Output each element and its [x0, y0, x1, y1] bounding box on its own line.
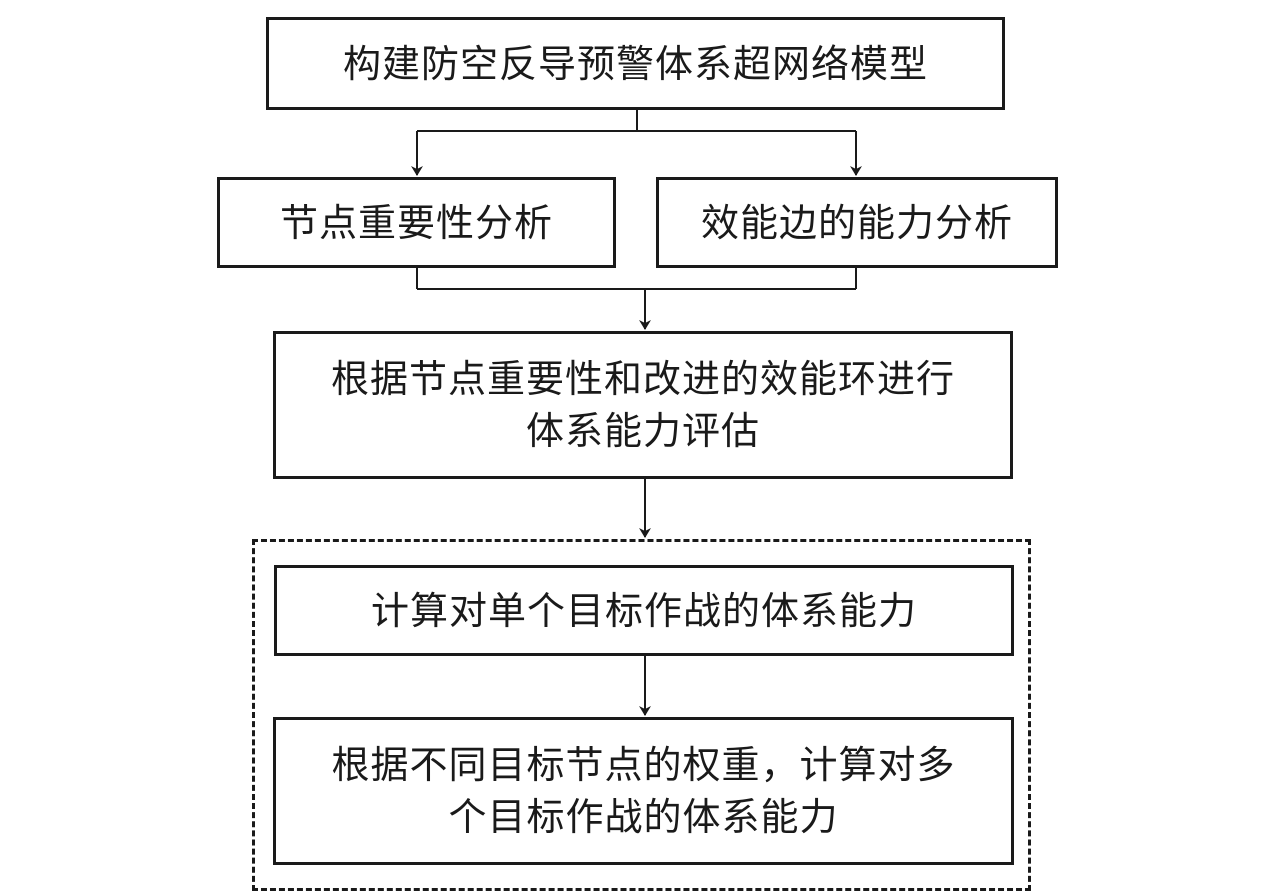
node-importance-text: 节点重要性分析 — [279, 200, 553, 245]
edge-capability-box: 效能边的能力分析 — [656, 177, 1058, 268]
single-target-box: 计算对单个目标作战的体系能力 — [274, 565, 1014, 656]
multi-target-text-line2: 个目标作战的体系能力 — [448, 795, 839, 839]
node-importance-box: 节点重要性分析 — [217, 177, 616, 268]
build-model-text: 构建防空反导预警体系超网络模型 — [342, 41, 928, 86]
evaluate-text-line2: 体系能力评估 — [525, 409, 760, 453]
evaluate-box: 根据节点重要性和改进的效能环进行 体系能力评估 — [273, 331, 1013, 479]
build-model-box: 构建防空反导预警体系超网络模型 — [266, 17, 1005, 110]
multi-target-text-line1: 根据不同目标节点的权重，计算对多 — [331, 743, 956, 787]
multi-target-box: 根据不同目标节点的权重，计算对多 个目标作战的体系能力 — [273, 717, 1014, 865]
edge-capability-text: 效能边的能力分析 — [700, 200, 1013, 245]
target-calculation-group — [252, 539, 1031, 891]
evaluate-text-line1: 根据节点重要性和改进的效能环进行 — [330, 357, 955, 401]
single-target-text: 计算对单个目标作战的体系能力 — [370, 588, 917, 633]
